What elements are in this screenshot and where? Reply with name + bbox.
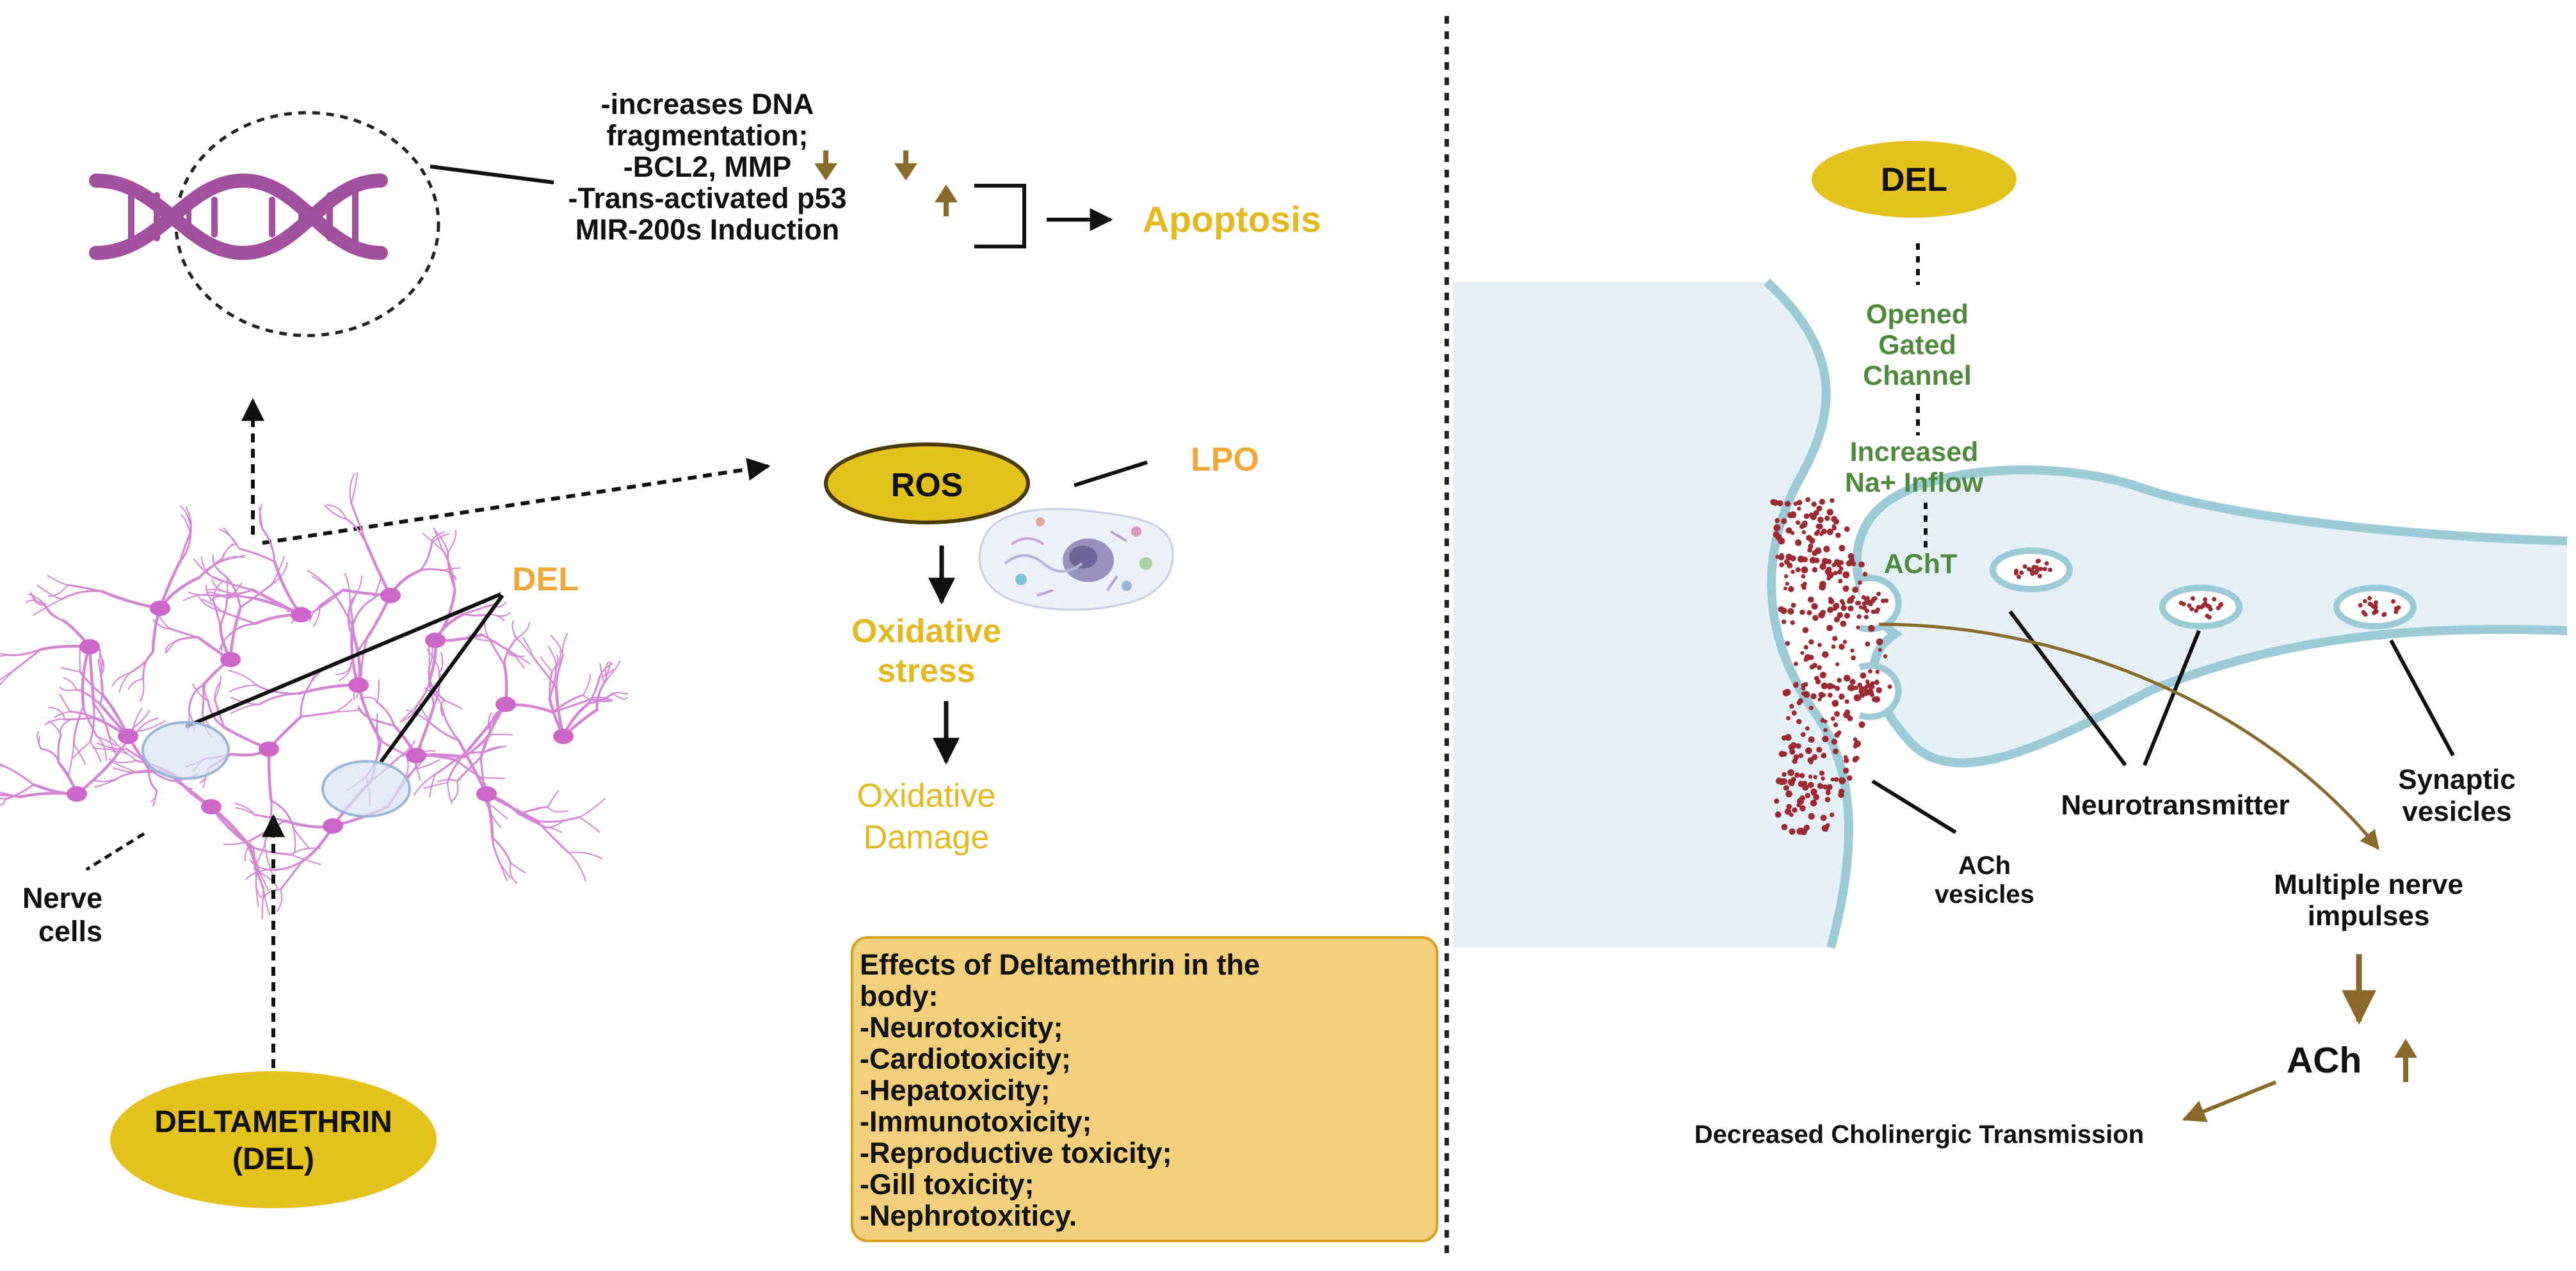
oxidative-damage-line-2: Damage bbox=[864, 819, 990, 856]
effects-item: -Immunotoxicity; bbox=[860, 1105, 1092, 1138]
synaptic-vesicles-label-line-1: Synaptic bbox=[2398, 764, 2515, 795]
nerve-cells-label-line-1: Nerve bbox=[22, 882, 102, 914]
dna-connector-line bbox=[430, 165, 554, 184]
neurotransmitter-pointer-2 bbox=[2143, 629, 2201, 766]
synaptic-cleft-area bbox=[1453, 282, 1849, 948]
dna-effect-line-2: fragmentation; bbox=[607, 119, 809, 152]
ach-vesicles-label-line-2: vesicles bbox=[1935, 880, 2034, 909]
deltamethrin-oval bbox=[110, 1071, 437, 1208]
multiple-impulses-line-2: impulses bbox=[2308, 900, 2430, 932]
synaptic-vesicles-label-line-2: vesicles bbox=[2402, 796, 2511, 827]
multiple-impulses-line-1: Multiple nerve bbox=[2274, 869, 2463, 900]
dna-effect-line-4: -Trans-activated p53 bbox=[568, 182, 846, 215]
ros-oval bbox=[824, 442, 1030, 524]
effects-item: -Neurotoxicity; bbox=[860, 1011, 1063, 1044]
arrow-to-decreased bbox=[2182, 1080, 2277, 1122]
oxidative-damage-line-1: Oxidative bbox=[857, 777, 996, 814]
increase-arrow-icon bbox=[935, 184, 958, 216]
nerve-cells-label-line-2: cells bbox=[38, 915, 102, 948]
dna-effect-line-1: -increases DNA bbox=[601, 88, 814, 120]
increased-inflow-line-1: Increased bbox=[1850, 437, 1979, 467]
affected-cell-2 bbox=[321, 760, 411, 818]
opened-channel-line-3: Channel bbox=[1863, 360, 1972, 391]
effects-title-line-2: body: bbox=[860, 980, 938, 1012]
synaptic-vesicles-pointer bbox=[2389, 639, 2455, 757]
opened-channel-line-1: Opened bbox=[1866, 299, 1968, 330]
impulse-curved-arrow bbox=[1878, 622, 2379, 850]
effects-title-line-1: Effects of Deltamethrin in the bbox=[860, 948, 1260, 981]
oxidative-stress-line-2: stress bbox=[877, 652, 975, 690]
neurotransmitter-pointer-1 bbox=[2008, 610, 2127, 766]
increased-inflow-line-2: Na+ Inflow bbox=[1845, 467, 1984, 498]
dashed-arrow-to-ros bbox=[262, 458, 771, 545]
effects-box: Effects of Deltamethrin in the body: -Ne… bbox=[851, 936, 1438, 1242]
deltamethrin-label-line-2: (DEL) bbox=[232, 1142, 314, 1176]
del-oval-right bbox=[1812, 141, 2017, 218]
oxidative-stress-line-1: Oxidative bbox=[851, 613, 1001, 650]
decrease-arrows-icon bbox=[814, 150, 917, 181]
neurons-del-label: DEL bbox=[512, 561, 579, 598]
damaged-cell-icon bbox=[978, 508, 1174, 611]
del-oval-right-label: DEL bbox=[1881, 161, 1947, 198]
dna-helix-icon bbox=[89, 173, 388, 261]
nerve-cells-pointer bbox=[85, 832, 145, 871]
ach-label: ACh bbox=[2287, 1040, 2362, 1081]
effects-item: -Hepatoxicity; bbox=[860, 1074, 1051, 1106]
opened-channel-line-2: Gated bbox=[1878, 330, 1956, 360]
dna-effect-line-5: MIR-200s Induction bbox=[576, 213, 840, 246]
deltamethrin-label-line-1: DELTAMETHRIN bbox=[154, 1105, 392, 1139]
presynaptic-membrane bbox=[1764, 278, 1853, 949]
lpo-label: LPO bbox=[1191, 441, 1259, 478]
effects-bracket bbox=[974, 184, 1026, 248]
del-pointer-1 bbox=[184, 592, 502, 729]
neurotransmitter-label: Neurotransmitter bbox=[2061, 789, 2290, 821]
ach-vesicles-pointer bbox=[1871, 779, 1957, 834]
effects-item: -Cardiotoxicity; bbox=[860, 1042, 1072, 1075]
nerve-cells-illustration bbox=[0, 472, 629, 920]
synaptic-vesicles bbox=[1858, 547, 2417, 720]
affected-cell-1 bbox=[141, 721, 230, 780]
decreased-cholinergic-label: Decreased Cholinergic Transmission bbox=[1695, 1121, 2144, 1149]
acetylcholine-molecules bbox=[1770, 497, 1888, 836]
ach-vesicles-label-line-1: ACh bbox=[1958, 852, 2011, 880]
effects-item: -Nephrotoxiticy. bbox=[860, 1199, 1077, 1232]
ros-label: ROS bbox=[891, 467, 963, 504]
dna-effect-line-3: -BCL2, MMP bbox=[624, 150, 792, 183]
ach-increase-arrow-icon bbox=[2394, 1039, 2417, 1082]
acht-label: AChT bbox=[1884, 549, 1958, 579]
vesicle-contents bbox=[1839, 558, 2401, 703]
del-pointer-2 bbox=[379, 594, 504, 763]
effects-item: -Reproductive toxicity; bbox=[860, 1137, 1172, 1169]
lpo-connector-line bbox=[1074, 460, 1148, 487]
effects-item: -Gill toxicity; bbox=[860, 1168, 1034, 1201]
apoptosis-label: Apoptosis bbox=[1143, 199, 1321, 240]
